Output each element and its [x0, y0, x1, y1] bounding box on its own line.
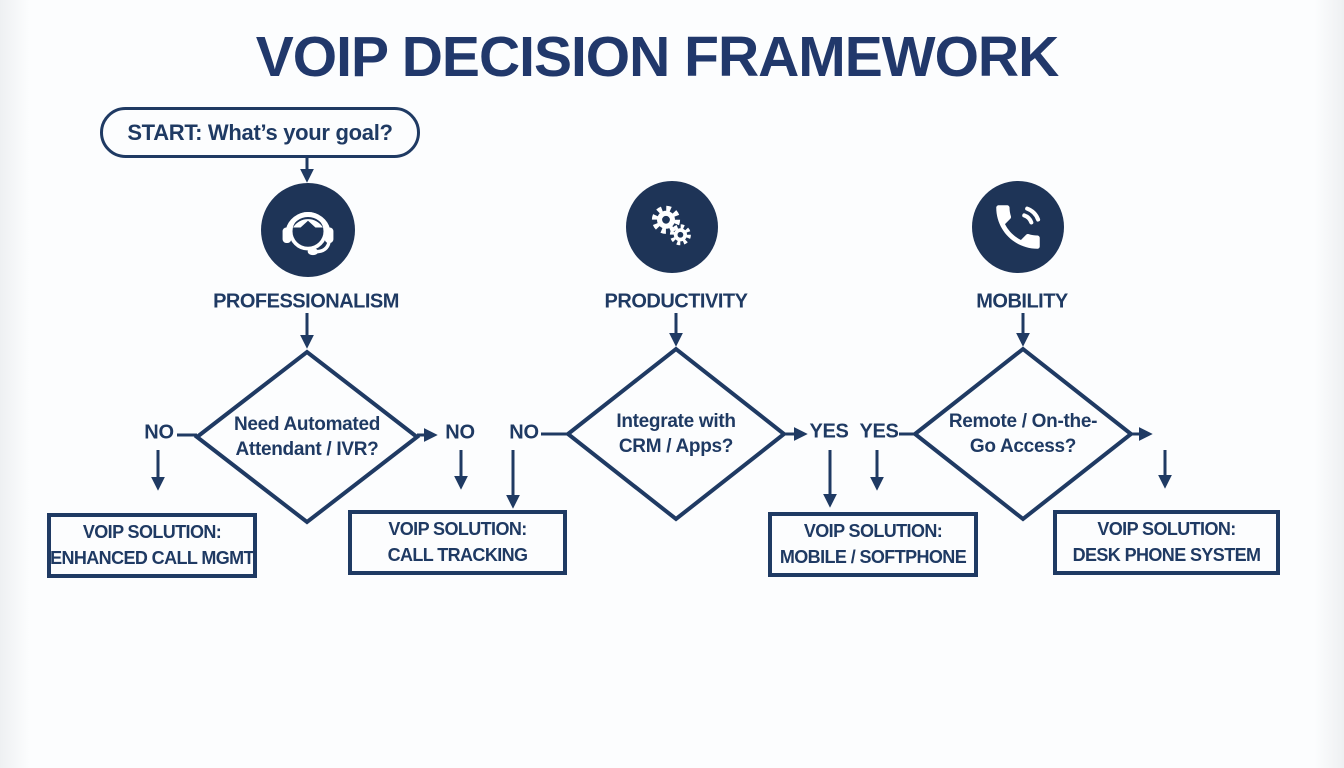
decision-diamond-professionalism: [193, 349, 421, 525]
branch-label-no-1-left: NO: [144, 421, 174, 444]
branch-label-yes-2-right: YES: [809, 420, 849, 443]
diamond3-branch-lines: [870, 427, 1172, 491]
diamond2-branch-lines: [506, 427, 837, 509]
professionalism-circle: [261, 183, 355, 277]
diamond-question-productivity: Integrate with CRM / Apps?: [616, 410, 736, 457]
diamond1-branch-lines: [151, 428, 468, 491]
branch-label-yes-3-left: YES: [859, 420, 899, 443]
column-label-mobility: MOBILITY: [976, 290, 1068, 313]
mobility-circle: [972, 181, 1064, 273]
column-label-productivity: PRODUCTIVITY: [604, 290, 748, 313]
column-label-professionalism: PROFESSIONALISM: [213, 290, 399, 313]
label-to-diamond-arrows: [300, 313, 1030, 349]
diamond-question-professionalism: Need Automated Attendant / IVR?: [233, 413, 381, 460]
solution-box-call-tracking: VOIP SOLUTION: CALL TRACKING: [348, 510, 567, 575]
start-node-label: START: What’s your goal?: [127, 119, 393, 145]
solution-box-mobile-softphone: VOIP SOLUTION: MOBILE / SOFTPHONE: [768, 512, 978, 577]
phone-call-icon: [996, 205, 1041, 249]
branch-label-no-1-right: NO: [445, 421, 475, 444]
start-node: START: What’s your goal?: [100, 107, 420, 158]
productivity-circle: [626, 181, 718, 273]
headset-icon: [282, 212, 334, 256]
solution-box-desk-phone-system: VOIP SOLUTION: DESK PHONE SYSTEM: [1053, 510, 1280, 575]
diamond-question-mobility: Remote / On-the- Go Access?: [948, 410, 1098, 457]
gears-icon: [651, 205, 691, 246]
page-title: VOIP DECISION FRAMEWORK: [255, 25, 1059, 89]
solution-box-enhanced-call-mgmt: VOIP SOLUTION: ENHANCED CALL MGMT: [47, 513, 257, 578]
branch-label-no-2-left: NO: [509, 421, 539, 444]
